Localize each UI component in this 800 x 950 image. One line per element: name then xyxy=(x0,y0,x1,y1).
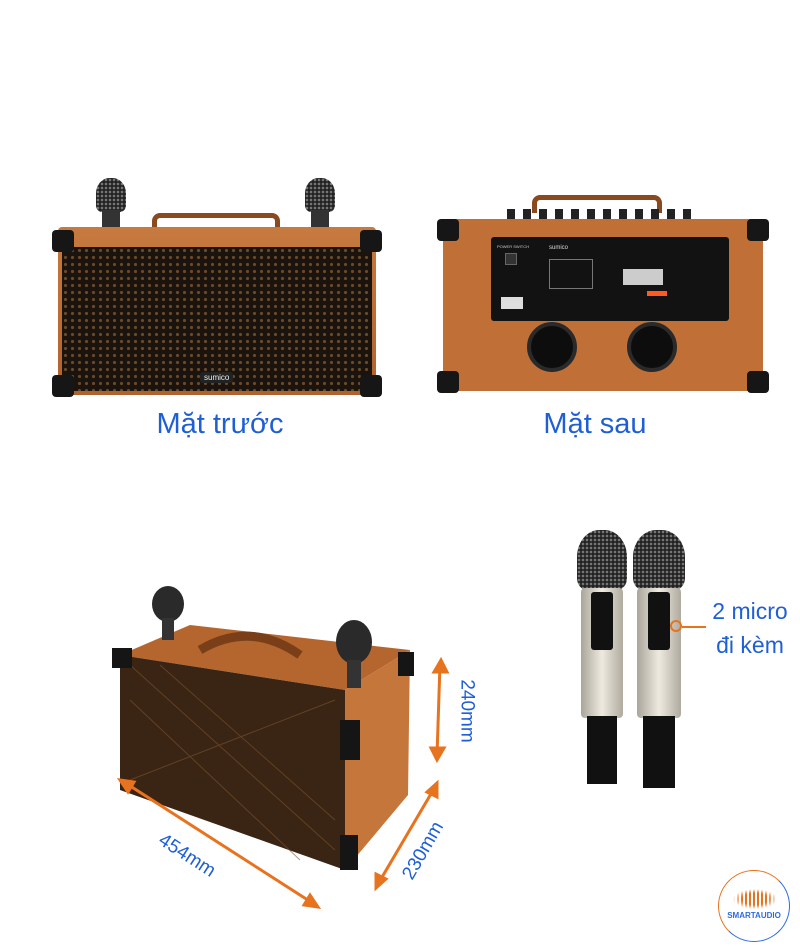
microphones-image xyxy=(565,530,706,792)
dimension-arrows xyxy=(116,656,450,909)
microphone-head xyxy=(633,530,685,590)
microphone-caption: 2 micro đi kèm xyxy=(712,598,788,658)
depth-arrow xyxy=(376,786,437,885)
microphone-right xyxy=(336,620,372,664)
rear-view-caption: Mặt sau xyxy=(543,408,647,440)
rear-control-panel: POWER SWITCH sumico xyxy=(491,237,729,321)
width-arrow xyxy=(123,780,315,906)
rear-speaker-image: POWER SWITCH sumico xyxy=(437,195,769,395)
corner xyxy=(340,720,360,760)
handle xyxy=(197,631,303,659)
bass-port-left xyxy=(527,322,577,372)
height-dimension: 240mm xyxy=(456,679,478,743)
front-speaker-image: sumico xyxy=(52,175,382,400)
microphone-left xyxy=(96,178,126,212)
microphone-right xyxy=(305,178,335,212)
grille-pattern xyxy=(129,664,336,861)
speaker-grille xyxy=(120,655,345,870)
handle xyxy=(532,195,662,213)
microphone-head xyxy=(577,530,627,590)
smartaudio-logo: SMARTAUDIO xyxy=(718,870,790,942)
callout-dot xyxy=(670,620,682,632)
speaker-side xyxy=(345,650,410,870)
brand-logo: sumico xyxy=(200,372,234,383)
corner xyxy=(112,648,132,668)
soundwave-icon xyxy=(733,889,777,909)
corner xyxy=(340,835,358,870)
microphone-left xyxy=(152,586,184,622)
front-view-caption: Mặt trước xyxy=(156,408,284,440)
speaker-top xyxy=(120,625,410,690)
speaker-grille xyxy=(62,247,372,391)
bass-port-right xyxy=(627,322,677,372)
corner xyxy=(398,652,414,676)
handle xyxy=(152,213,280,229)
height-arrow xyxy=(435,663,442,757)
